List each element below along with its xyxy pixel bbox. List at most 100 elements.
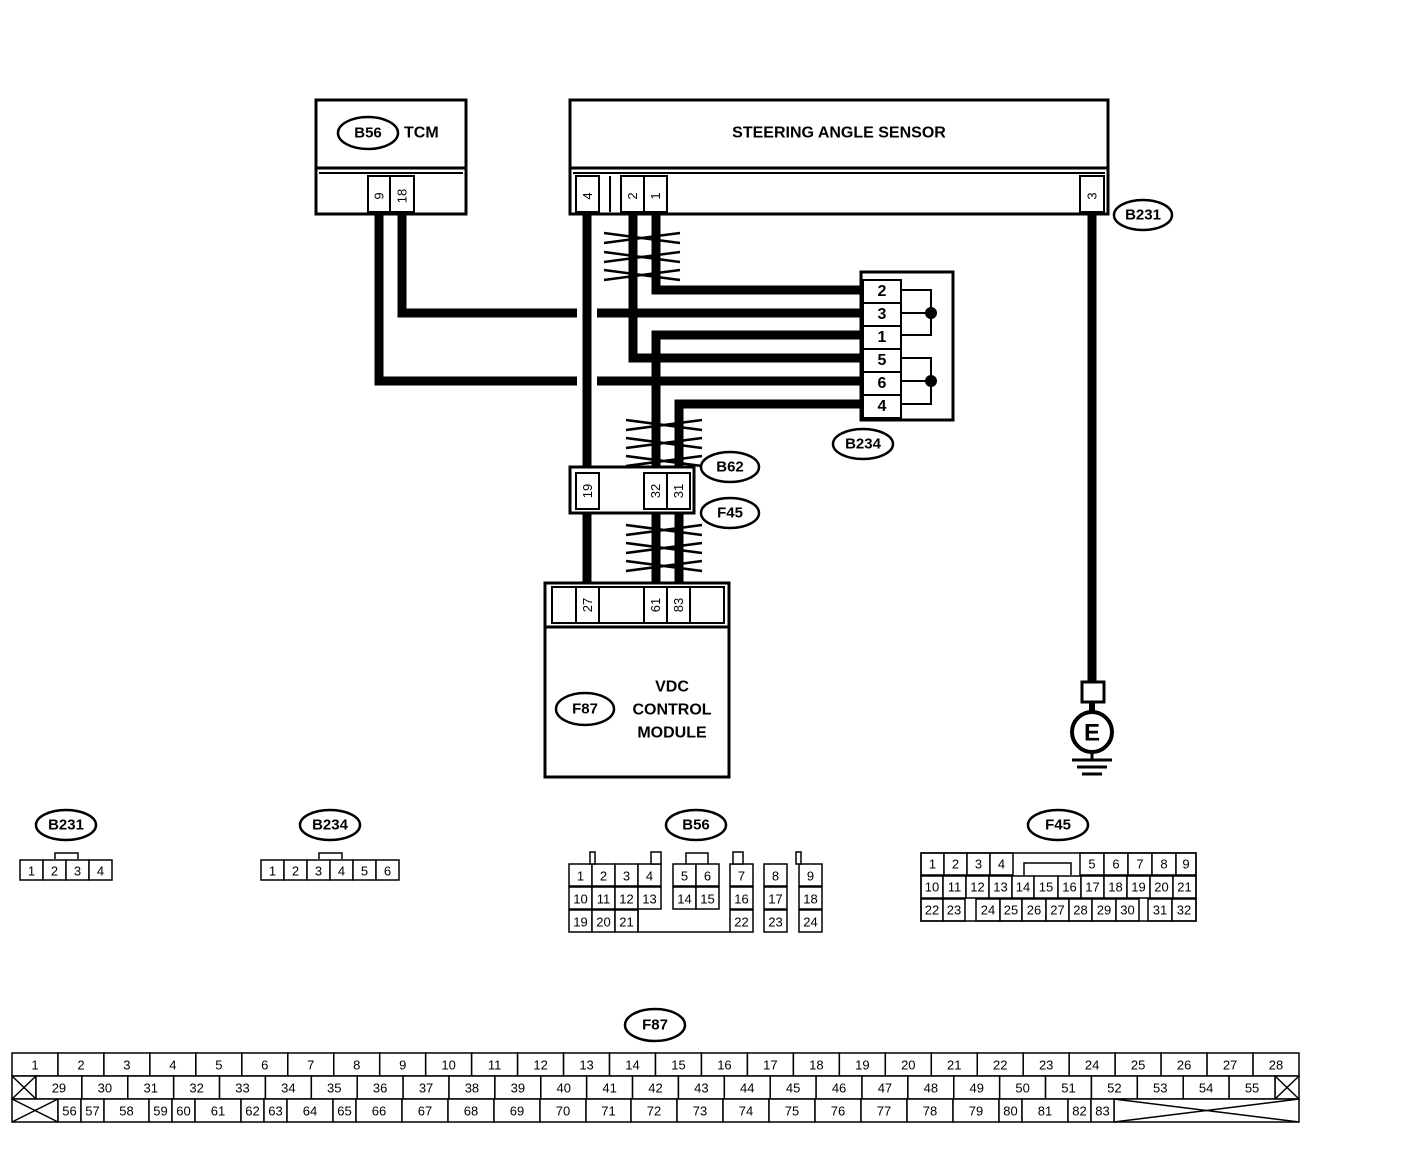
f87-face-pin: 82 bbox=[1072, 1104, 1086, 1119]
f87-face-pin: 29 bbox=[52, 1081, 66, 1096]
f87-face-pin: 71 bbox=[601, 1104, 615, 1119]
f87-face-pin: 19 bbox=[855, 1058, 869, 1073]
f87-face-pin: 38 bbox=[465, 1081, 479, 1096]
f87-face-pin: 83 bbox=[1095, 1104, 1109, 1119]
f45-face-pin: 11 bbox=[948, 880, 962, 895]
f87-face-pin: 76 bbox=[831, 1104, 845, 1119]
tcm-connector-label-oval bbox=[336, 115, 400, 151]
sensor-name: STEERING ANGLE SENSOR bbox=[732, 125, 946, 142]
b56-face-pin: 13 bbox=[642, 892, 656, 907]
f87-face-pin: 73 bbox=[693, 1104, 707, 1119]
f87-face-pin: 61 bbox=[211, 1104, 225, 1119]
f45-face-pin: 22 bbox=[925, 903, 939, 918]
b56-face-pin: 15 bbox=[700, 892, 714, 907]
f45-face-pin: 6 bbox=[1112, 857, 1119, 872]
f87-face-pin: 15 bbox=[671, 1058, 685, 1073]
b234-face-label: B234 bbox=[312, 817, 349, 834]
f45-face-pin: 24 bbox=[981, 903, 995, 918]
f87-face-pin: 77 bbox=[877, 1104, 891, 1119]
b56-face-pin: 9 bbox=[807, 869, 814, 884]
vdc-name-line: VDC bbox=[655, 679, 689, 696]
b231-face-label: B231 bbox=[48, 817, 84, 834]
b62-connector-label-oval bbox=[699, 450, 761, 484]
b56-face-label-oval bbox=[664, 808, 728, 842]
f45-face-pin: 20 bbox=[1154, 880, 1168, 895]
f87-face-blank-x bbox=[1113, 1098, 1300, 1123]
f87-face-pin: 5 bbox=[215, 1058, 222, 1073]
b56-face-pin: 21 bbox=[619, 915, 633, 930]
sensor-pin: 1 bbox=[648, 192, 663, 199]
f87-face-pin: 9 bbox=[399, 1058, 406, 1073]
f45-face-pin: 26 bbox=[1027, 903, 1041, 918]
f87-face-pin: 42 bbox=[648, 1081, 662, 1096]
f87-face-pin: 7 bbox=[307, 1058, 314, 1073]
f87-face-pin: 67 bbox=[418, 1104, 432, 1119]
f87-face-pin: 56 bbox=[62, 1104, 76, 1119]
b56-face-pin: 16 bbox=[734, 892, 748, 907]
f87-face-pin: 75 bbox=[785, 1104, 799, 1119]
b234-face-pin: 5 bbox=[361, 864, 368, 879]
f87-face-pin: 46 bbox=[832, 1081, 846, 1096]
f45-face-pin: 32 bbox=[1177, 903, 1191, 918]
f87-face-pin: 10 bbox=[441, 1058, 455, 1073]
relay-pin: 19 bbox=[580, 484, 595, 498]
f87-face-pin: 13 bbox=[579, 1058, 593, 1073]
f87-face-pin: 8 bbox=[353, 1058, 360, 1073]
twist-mark bbox=[625, 418, 703, 468]
f87-face-pin: 58 bbox=[119, 1104, 133, 1119]
vdc-pin-cell bbox=[575, 586, 600, 624]
b234-face-pin: 4 bbox=[338, 864, 345, 879]
relay-pin-cell bbox=[575, 472, 600, 510]
b56-face-pin: 14 bbox=[677, 892, 691, 907]
b62-connector-label: B62 bbox=[716, 459, 744, 476]
f87-face-label: F87 bbox=[642, 1017, 668, 1034]
tcm-connector-label: B56 bbox=[354, 125, 382, 142]
b56-face-cell bbox=[729, 886, 754, 910]
f87-face-pin: 11 bbox=[488, 1058, 502, 1073]
b56-face-cell bbox=[798, 909, 823, 933]
b56-face-pin: 17 bbox=[768, 892, 782, 907]
sensor-pin: 3 bbox=[1085, 192, 1100, 199]
f87-face-pin: 57 bbox=[85, 1104, 99, 1119]
f87-face-pin: 40 bbox=[556, 1081, 570, 1096]
f87-face-pin: 12 bbox=[533, 1058, 547, 1073]
b56-face-pin: 1 bbox=[577, 869, 584, 884]
sensor-pin-cell bbox=[643, 175, 668, 213]
f87-face-pin: 31 bbox=[143, 1081, 157, 1096]
f87-face-blank-x bbox=[11, 1098, 59, 1123]
b56-face-cell bbox=[729, 909, 754, 933]
vdc-name-line: MODULE bbox=[637, 725, 707, 742]
b234-pin: 2 bbox=[878, 283, 887, 300]
f87-face-pin: 44 bbox=[740, 1081, 754, 1096]
f45-face-pin: 23 bbox=[947, 903, 961, 918]
f87-face-pin: 34 bbox=[281, 1081, 295, 1096]
b231-face-pin: 2 bbox=[51, 864, 58, 879]
f87-face-pin: 68 bbox=[464, 1104, 478, 1119]
vdc-pin: 61 bbox=[648, 598, 663, 612]
b56-face-pin: 10 bbox=[573, 892, 587, 907]
f87-face-pin: 55 bbox=[1245, 1081, 1259, 1096]
f45-face-pin: 18 bbox=[1108, 880, 1122, 895]
ground-symbol: E bbox=[1084, 720, 1100, 747]
f87-face-pin: 50 bbox=[1015, 1081, 1029, 1096]
f87-face-pin: 69 bbox=[510, 1104, 524, 1119]
f45-face-pin: 9 bbox=[1182, 857, 1189, 872]
f45-face-pin: 1 bbox=[929, 857, 936, 872]
f45-face-pin: 25 bbox=[1004, 903, 1018, 918]
b234-junction-dot bbox=[925, 307, 937, 319]
f45-face-pin: 4 bbox=[998, 857, 1005, 872]
tcm-pin-cell bbox=[389, 175, 415, 213]
b234-pin: 4 bbox=[878, 398, 887, 415]
f87-face-pin: 49 bbox=[969, 1081, 983, 1096]
b231-face-pin: 1 bbox=[28, 864, 35, 879]
f87-face-pin: 24 bbox=[1085, 1058, 1099, 1073]
b234-face-pin: 1 bbox=[269, 864, 276, 879]
b231-face-key bbox=[54, 852, 79, 859]
b56-face-outline bbox=[637, 909, 730, 933]
f87-face-pin: 64 bbox=[303, 1104, 317, 1119]
f87-face-blank-x bbox=[1274, 1075, 1300, 1100]
f45-face-pin: 2 bbox=[952, 857, 959, 872]
f87-face-pin: 25 bbox=[1131, 1058, 1145, 1073]
